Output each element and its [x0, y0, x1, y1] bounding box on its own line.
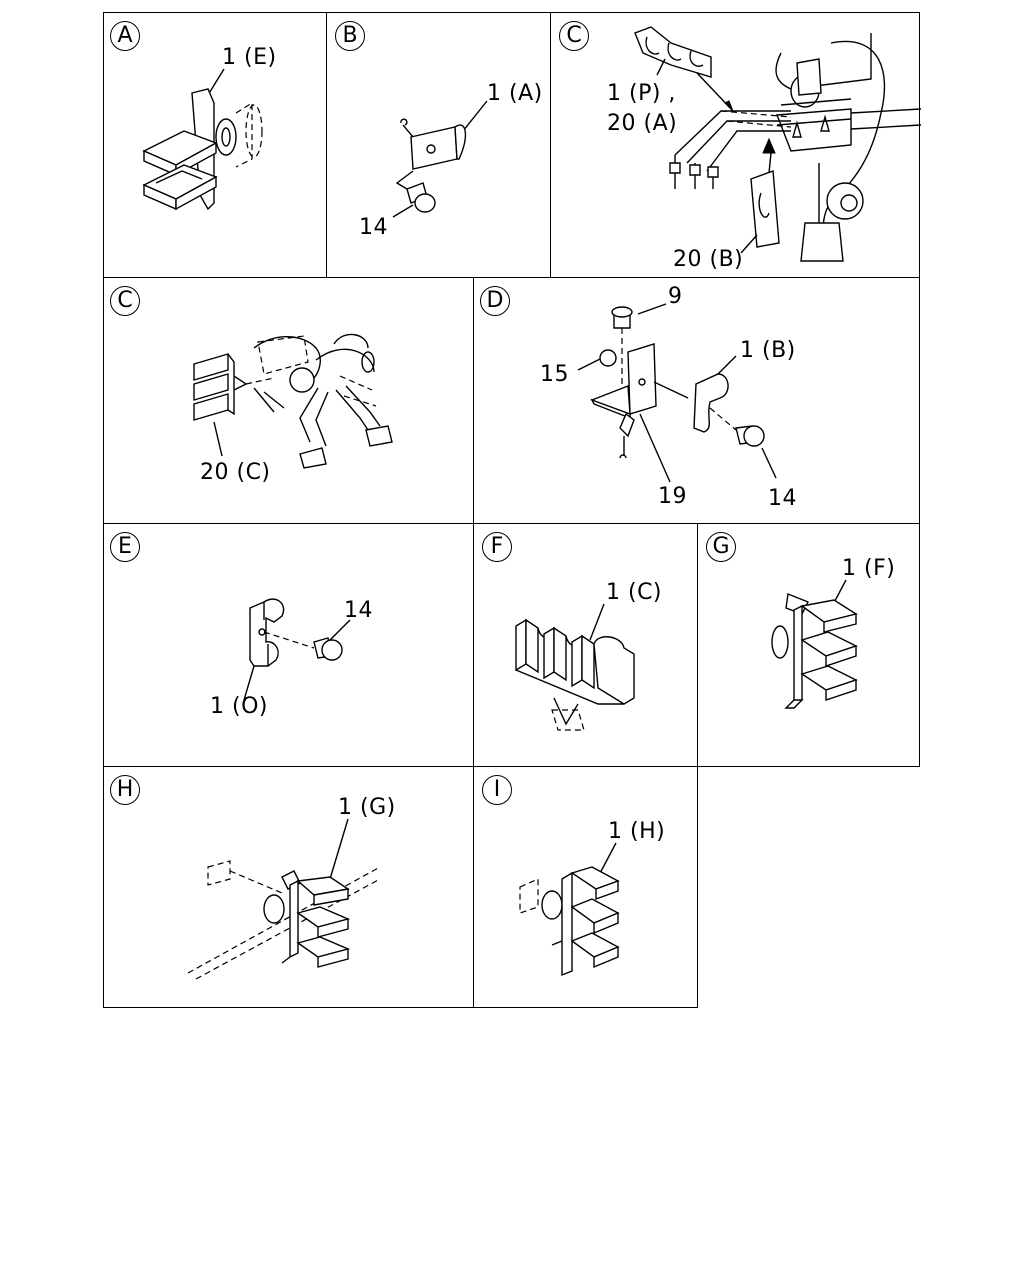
callout-label: 1 (B) — [740, 338, 796, 363]
clip-illustration — [104, 524, 475, 768]
callout-label: 14 — [344, 598, 373, 623]
panel-badge: F — [482, 532, 512, 562]
callout-label: 20 (B) — [673, 247, 744, 272]
callout-label: 9 — [668, 284, 683, 309]
panel-badge: B — [335, 21, 365, 51]
callout-label: 20 (A) — [607, 111, 678, 136]
panel-g: G 1 (F) — [697, 523, 920, 767]
multi-clip-illustration — [698, 524, 921, 768]
pipe-clip-illustration — [104, 767, 475, 1009]
panel-badge: H — [110, 775, 140, 805]
callout-label: 1 (A) — [487, 81, 543, 106]
callout-label: 19 — [658, 484, 687, 509]
callout-label: 1 (E) — [222, 45, 277, 70]
multi-clip-illustration — [474, 524, 699, 768]
bracket-assembly-illustration — [474, 278, 921, 525]
panel-c-middle: C 20 (C) — [103, 277, 474, 524]
panel-badge: G — [706, 532, 736, 562]
panel-badge: I — [482, 775, 512, 805]
clip-illustration — [104, 13, 328, 279]
callout-label: 14 — [359, 215, 388, 240]
panel-f: F 1 (C) — [473, 523, 698, 767]
callout-label: 1 (C) — [606, 580, 663, 605]
panel-c-top: C 1 (P) , 20 (A) 20 (B) — [550, 12, 920, 278]
panel-badge: C — [110, 286, 140, 316]
panel-badge: E — [110, 532, 140, 562]
callout-label: 1 (O) — [210, 694, 268, 719]
panel-h: H 1 (G) — [103, 766, 474, 1008]
panel-badge: C — [559, 21, 589, 51]
callout-label: 14 — [768, 486, 797, 511]
pedal-assembly-illustration — [104, 278, 475, 525]
callout-label: 1 (F) — [842, 556, 896, 581]
callout-label: 20 (C) — [200, 460, 271, 485]
panel-d: D 9 1 (B) 15 19 14 — [473, 277, 920, 524]
callout-label: 1 (H) — [608, 819, 666, 844]
brake-line-assembly-illustration — [551, 13, 921, 279]
callout-label: 15 — [540, 362, 569, 387]
callout-label: 1 (G) — [338, 795, 396, 820]
panel-badge: A — [110, 21, 140, 51]
panel-e: E 14 1 (O) — [103, 523, 474, 767]
panel-b: B 1 (A) 14 — [326, 12, 551, 278]
multi-clip-illustration — [474, 767, 699, 1009]
panel-badge: D — [480, 286, 510, 316]
panel-i: I 1 (H) — [473, 766, 698, 1008]
panel-a: A 1 (E) — [103, 12, 327, 278]
callout-label: 1 (P) , — [607, 81, 676, 106]
bracket-illustration — [327, 13, 552, 279]
